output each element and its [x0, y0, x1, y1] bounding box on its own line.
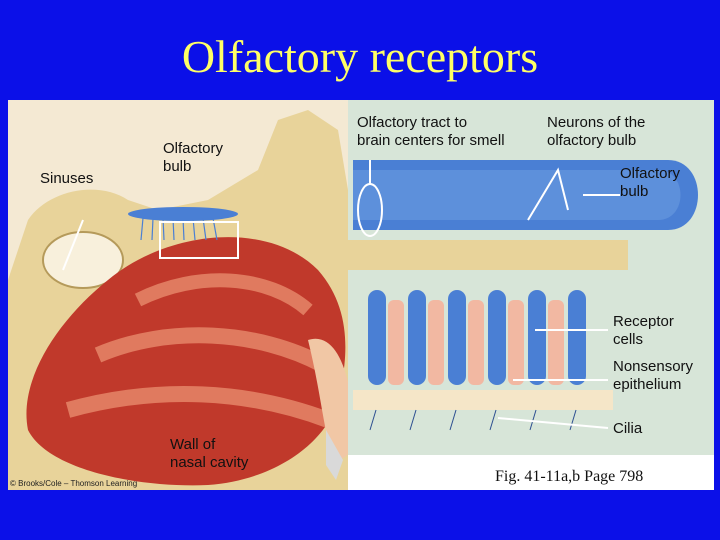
slide-title: Olfactory receptors [181, 31, 539, 82]
label-olfactory-bulb-right: Olfactory bulb [620, 165, 681, 200]
supporting-cells [388, 300, 564, 385]
pointer-lines [62, 160, 620, 429]
nasal-hair [326, 430, 343, 480]
nasal-anatomy-illustration [8, 100, 714, 490]
label-nonsensory-epithelium: Nonsensory epithelium [613, 358, 694, 393]
label-cilia: Cilia [613, 420, 643, 437]
label-wall-nasal-cavity: Wall of nasal cavity [170, 436, 249, 471]
label-olfactory-tract: Olfactory tract to brain centers for sme… [357, 114, 505, 149]
olfactory-bulb-highlight [353, 170, 681, 220]
nasal-concha-upper [134, 273, 313, 316]
receptor-cells [368, 290, 586, 385]
nasal-cavity-tissue [26, 237, 346, 486]
anatomy-figure: © Brooks/Cole – Thomson Learning [8, 100, 714, 490]
nasal-concha-middle [94, 327, 327, 373]
label-receptor-cells: Receptor cells [613, 313, 674, 348]
figure-reference: Fig. 41-11a,b Page 798 [495, 468, 644, 485]
image-credit: © Brooks/Cole – Thomson Learning [10, 479, 138, 488]
olfactory-bulb-small [128, 207, 238, 221]
label-sinuses: Sinuses [40, 170, 94, 187]
sinus-cavity [42, 231, 124, 289]
label-olfactory-bulb-left: Olfactory bulb [163, 140, 224, 175]
zoom-box [159, 221, 239, 259]
nasal-concha-lower [65, 386, 331, 428]
nose-tip [308, 338, 353, 459]
epithelium-surface [353, 390, 613, 410]
label-neurons-bulb: Neurons of the olfactory bulb [547, 114, 646, 149]
cribriform-plate [348, 240, 628, 270]
cilia-strands [369, 409, 577, 431]
